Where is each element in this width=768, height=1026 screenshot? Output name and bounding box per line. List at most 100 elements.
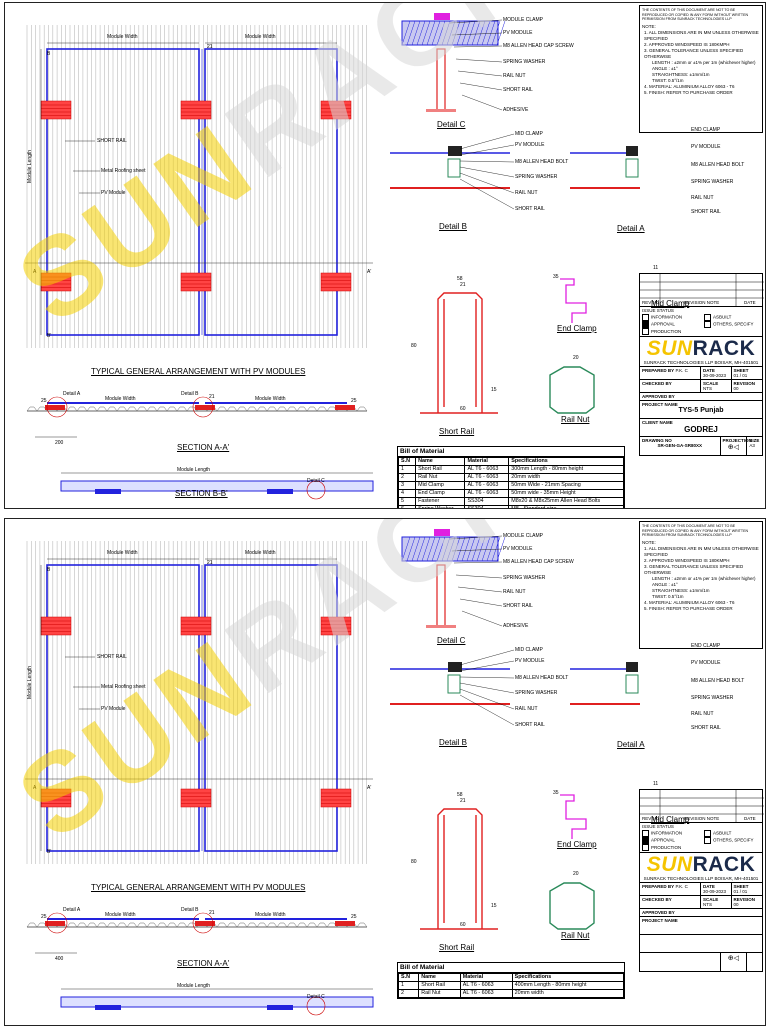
- detail-b-leader: [459, 660, 515, 672]
- dim-21-rail: 21: [460, 282, 466, 288]
- short-rail-block: [320, 616, 352, 636]
- section-bb-module: [60, 996, 374, 1008]
- checkbox-approval-box: [642, 837, 649, 844]
- short-rail-title: Short Rail: [439, 943, 475, 952]
- prepared-by-value: P.K. C: [675, 884, 688, 889]
- hatch-line: [476, 20, 486, 46]
- section-aa-corrugation: [306, 922, 318, 928]
- note-line: ANGLE : ±1°: [652, 581, 678, 587]
- section-aa-corrugation: [26, 406, 38, 412]
- detail-c-leader: [461, 610, 503, 627]
- metal-roofing-label: Metal Roofing sheet: [101, 684, 146, 690]
- title-block: THE CONTENTS OF THIS DOCUMENT ARE NOT TO…: [639, 521, 764, 972]
- client-name-value: GODREJ: [684, 425, 718, 434]
- section-aa-corrugation: [66, 922, 78, 928]
- size-value: A3: [749, 443, 755, 448]
- note-line: 3. GENERAL TOLERANCE UNLESS SPECIFIED OT…: [644, 563, 744, 575]
- checkbox-others[interactable]: OTHERS, SPECIFY: [704, 321, 760, 328]
- hatch-line: [466, 20, 476, 46]
- note-line: TWIST: 0.5°/1m: [652, 593, 684, 599]
- checkbox-asbuilt[interactable]: ASBUILT: [704, 314, 760, 321]
- checkbox-approval[interactable]: APPROVAL: [642, 321, 675, 328]
- section-aa-corrugation: [116, 922, 128, 928]
- short-rail-block: [180, 100, 212, 120]
- section-aa-corrugation: [276, 922, 288, 928]
- short-rail-group: [40, 100, 352, 292]
- checkbox-production[interactable]: PRODUCTION: [642, 844, 681, 851]
- checked-by-label: CHECKED BY: [642, 897, 672, 902]
- general-arrangement-title: TYPICAL GENERAL ARRANGEMENT WITH PV MODU…: [91, 367, 306, 376]
- client-name-label: CLIENT NAME: [642, 420, 673, 425]
- hatch-line: [436, 20, 446, 46]
- short-rail-block: [180, 272, 212, 292]
- section-bb-rail: [267, 489, 293, 494]
- section-aa-corrugation: [166, 922, 178, 928]
- checked-by-label: CHECKED BY: [642, 381, 672, 386]
- pv-module-label: PV Module: [101, 706, 126, 712]
- bom-cell: AL T6 - 6063: [459, 981, 513, 990]
- short-rail-label: SHORT RAIL: [97, 654, 127, 660]
- detail-a-callout-5: SHORT RAIL: [691, 725, 721, 731]
- detail-a-callout-3: SPRING WASHER: [691, 179, 734, 185]
- dim-b: B: [47, 51, 51, 57]
- detail-b-mid-clamp: [448, 146, 462, 156]
- section-aa-corrugation: [146, 922, 158, 928]
- notes-header: THE CONTENTS OF THIS DOCUMENT ARE NOT TO…: [642, 8, 749, 21]
- notes-header: THE CONTENTS OF THIS DOCUMENT ARE NOT TO…: [642, 524, 749, 537]
- section-aa-corrugation: [156, 922, 168, 928]
- section-aa-corrugation: [356, 406, 368, 412]
- hatch-line: [436, 536, 446, 562]
- checkbox-asbuilt-box: [704, 830, 711, 837]
- short-rail-block: [320, 272, 352, 292]
- detail-c-circle: [306, 480, 326, 500]
- checkbox-approval[interactable]: APPROVAL: [642, 837, 675, 844]
- section-aa-corrugation: [106, 406, 118, 412]
- checkbox-information[interactable]: INFORMATION: [642, 830, 682, 837]
- bom-cell: Mid Clamp: [415, 481, 466, 490]
- checkbox-information[interactable]: INFORMATION: [642, 314, 682, 321]
- detail-a-callout-2: M8 ALLEN HEAD BOLT: [691, 162, 745, 168]
- section-aa-rail: [45, 921, 65, 926]
- section-aa-corrugation: [26, 922, 38, 928]
- logo-rack: RACK: [692, 853, 756, 876]
- dim-21-top: 21: [207, 44, 213, 50]
- detail-c-leader: [459, 82, 503, 91]
- dim-15: 15: [491, 903, 497, 909]
- detail-c-adhesive: [426, 109, 456, 112]
- hatch-line: [421, 536, 431, 562]
- detail-c-hatching: [401, 20, 506, 46]
- section-aa-corrugation: [306, 406, 318, 412]
- checkbox-production[interactable]: PRODUCTION: [642, 328, 681, 335]
- section-aa-rail: [335, 405, 355, 410]
- detail-a-title: Detail A: [617, 740, 645, 749]
- checkbox-asbuilt[interactable]: ASBUILT: [704, 830, 760, 837]
- bom-cell: Short Rail: [418, 981, 461, 990]
- bom-header-cell: Specifications: [511, 973, 625, 982]
- detail-b-callout-2: M8 ALLEN HEAD BOLT: [515, 159, 569, 165]
- dim-b2: B': [47, 849, 52, 855]
- section-aa-corrugation: [176, 922, 188, 928]
- note-line: 4. MATERIAL: ALUMINIUM ALLOY 6063 - T6: [644, 83, 735, 89]
- pv-module-label: PV Module: [101, 190, 126, 196]
- projection-symbol: ⊕◁: [727, 955, 740, 962]
- detail-b-leader: [459, 688, 515, 710]
- section-aa-corrugation: [256, 406, 268, 412]
- company-address: SUNRACK TECHNOLOGIES LLP BOISAR, MH-4015…: [643, 360, 759, 365]
- detail-c-title: Detail C: [437, 120, 466, 129]
- hatch-line: [491, 20, 501, 46]
- section-aa-corrugation: [176, 406, 188, 412]
- bom-cell: Rail Nut: [418, 989, 461, 998]
- hatch-line: [486, 20, 496, 46]
- sec-module-width-1: Module Width: [105, 912, 136, 918]
- hatch-line: [416, 536, 426, 562]
- detail-c-callout-0: MODULE CLAMP: [503, 533, 544, 539]
- bom-cell: AL T6 - 6063: [464, 465, 510, 474]
- drawing-sheet-1: Module Width Module Width SHORT RAIL Met…: [4, 2, 766, 509]
- module-length-label: Module Length: [27, 149, 33, 183]
- checkbox-others[interactable]: OTHERS, SPECIFY: [704, 837, 760, 844]
- module-width-label-1: Module Width: [107, 550, 138, 556]
- pv-module-left: [46, 564, 200, 852]
- detail-b-callout-1: PV MODULE: [515, 142, 545, 148]
- detail-b-rail: [447, 158, 461, 178]
